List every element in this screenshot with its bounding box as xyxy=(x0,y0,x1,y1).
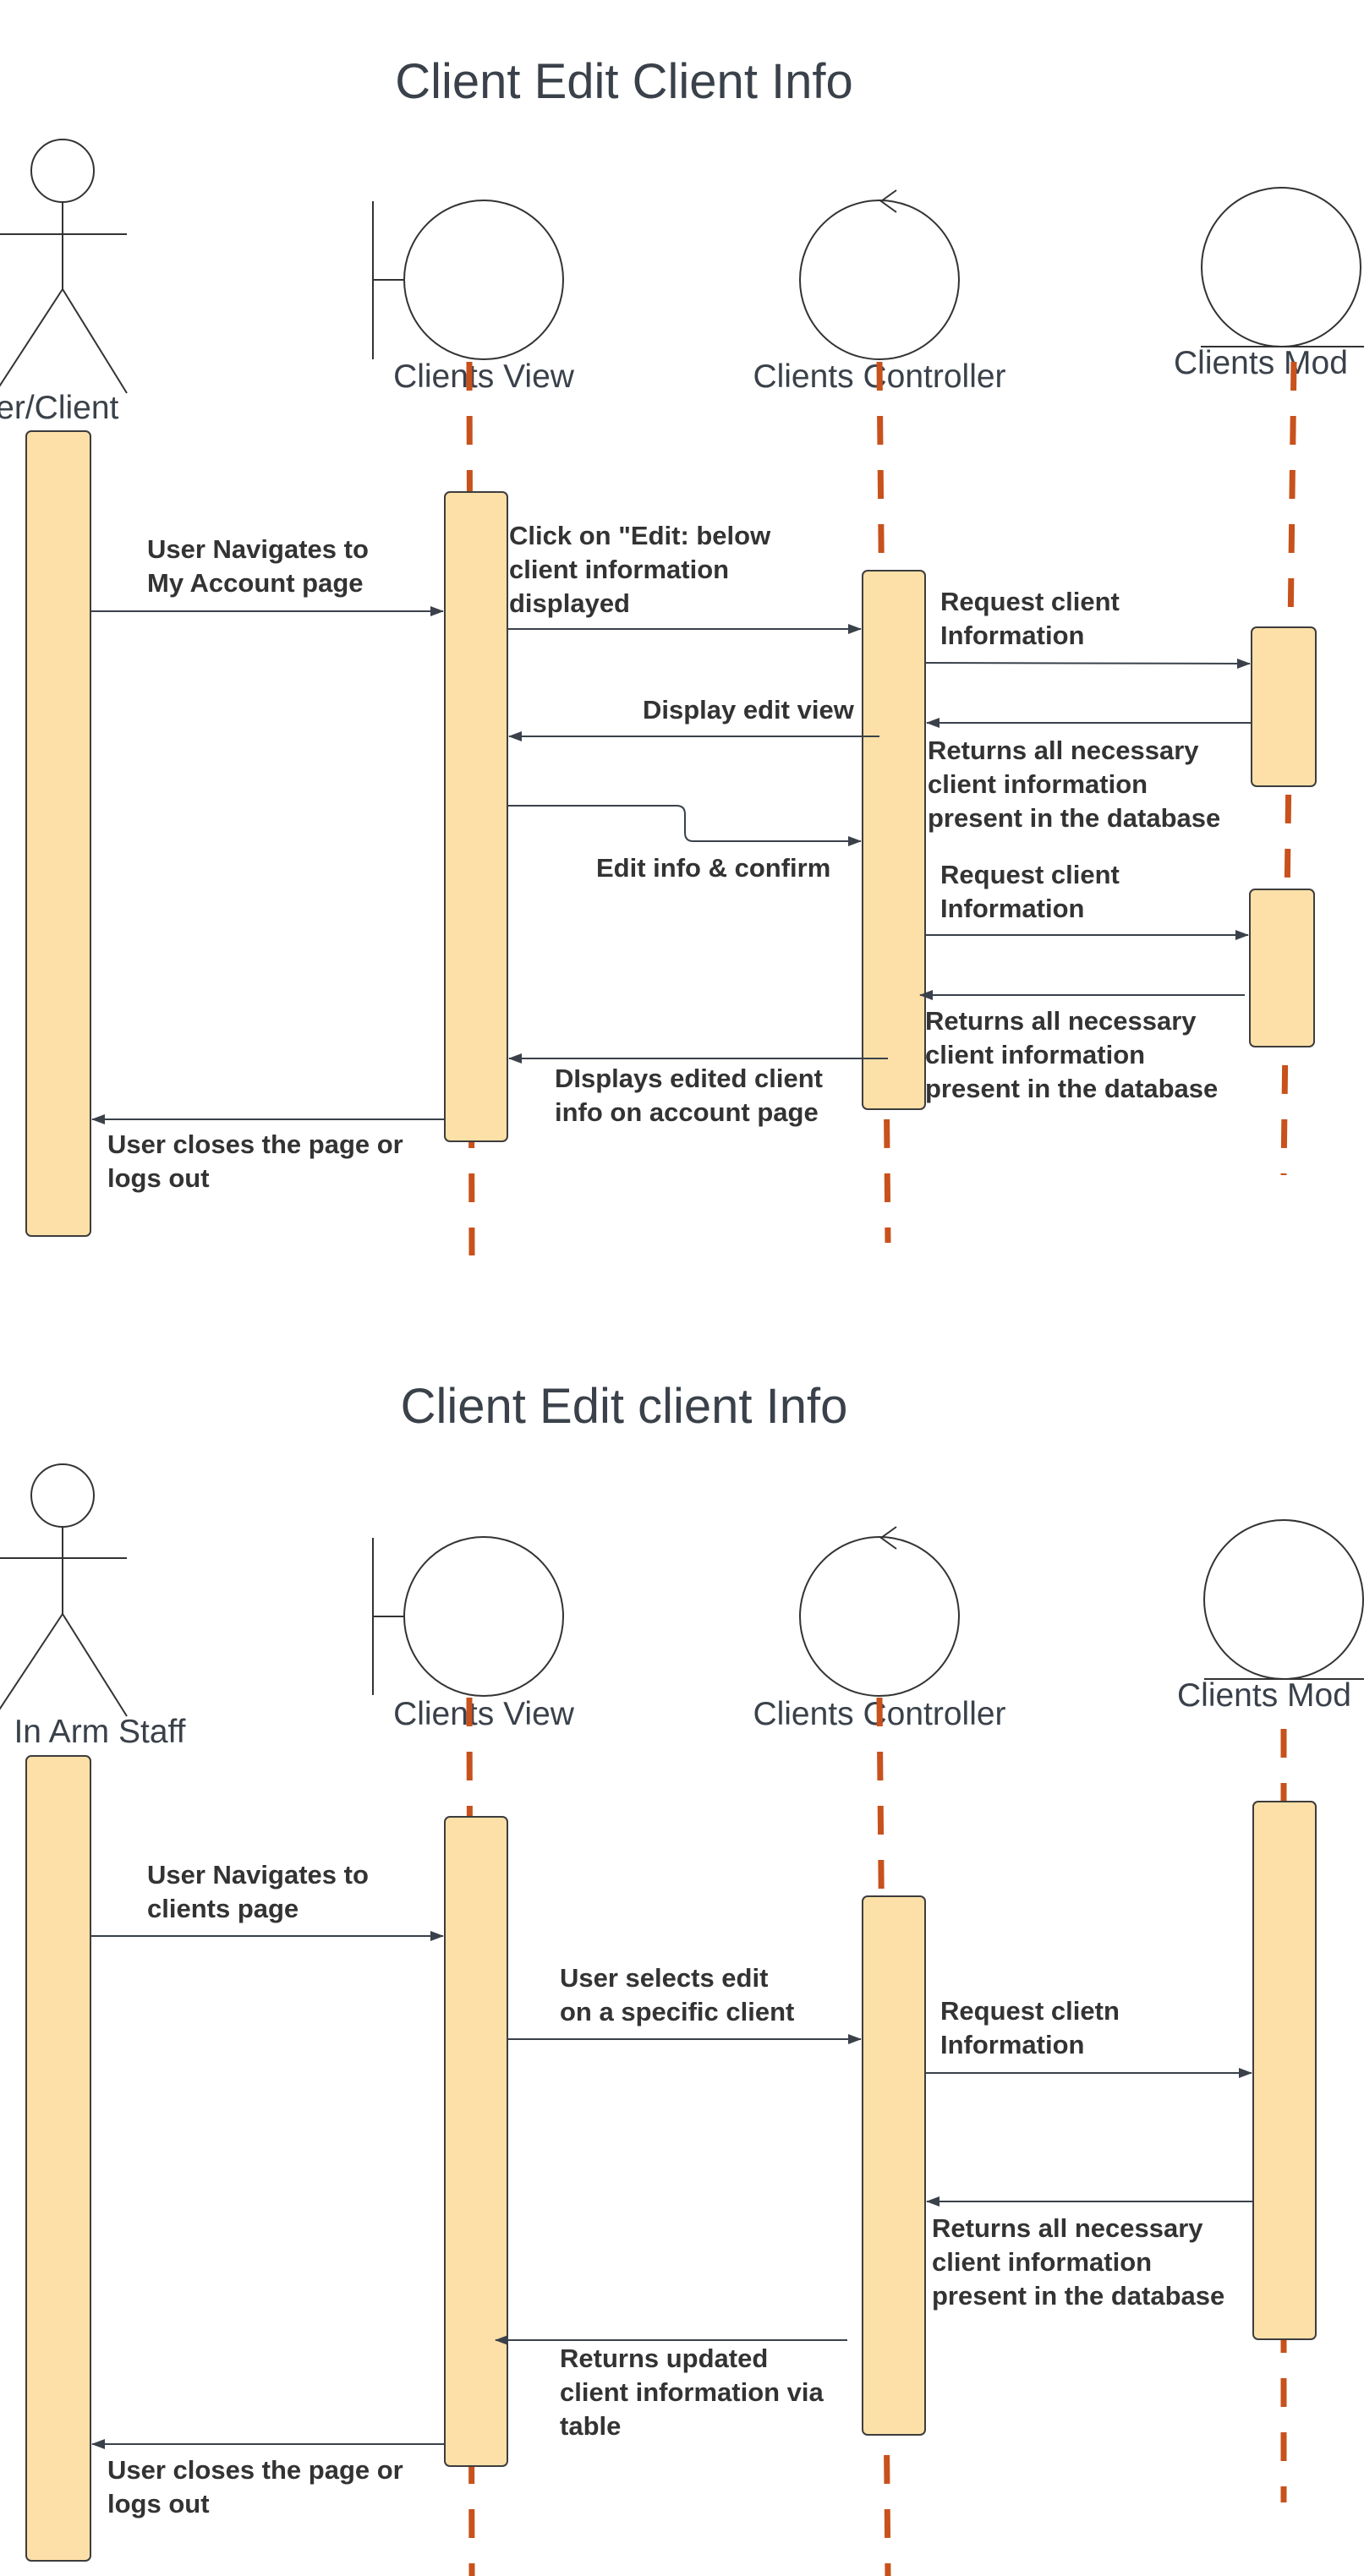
message-label: Returns all necessary client information… xyxy=(928,736,1220,833)
sequence-diagram-1: Client Edit Client Info ser/Client Clien… xyxy=(0,54,1364,1256)
view-activation-bar xyxy=(444,1816,508,2467)
message-label: DIsplays edited client info on account p… xyxy=(555,1064,830,1127)
message-label: User closes the page or logs out xyxy=(107,1129,410,1193)
boundary-icon xyxy=(372,200,564,360)
message-label: Request clietn Information xyxy=(940,1996,1127,2059)
actor-activation-bar xyxy=(25,430,91,1237)
message-label: User selects edit on a specific client xyxy=(560,1963,794,2026)
model-activation-bar xyxy=(1251,626,1317,787)
message-label: Click on "Edit: below client information… xyxy=(509,521,778,618)
message-label: Edit info & confirm xyxy=(596,853,830,883)
control-icon xyxy=(799,1526,960,1697)
actor-activation-bar xyxy=(25,1755,91,2562)
controller-activation-bar xyxy=(862,570,926,1110)
model-activation-bar xyxy=(1249,889,1315,1047)
actor-figure xyxy=(0,139,128,394)
message-arrow xyxy=(507,805,862,846)
message-label: Returns all necessary client information… xyxy=(932,2213,1224,2311)
message-label: Request client Information xyxy=(940,860,1127,923)
model-activation-bar xyxy=(1252,1801,1317,2340)
message-label: Request client Information xyxy=(940,587,1127,650)
message-label: User closes the page or logs out xyxy=(107,2455,410,2519)
diagram-title: Client Edit Client Info xyxy=(395,54,853,109)
control-icon xyxy=(799,189,960,360)
message-label: User Navigates to clients page xyxy=(147,1860,376,1923)
message-label: Returns all necessary client information… xyxy=(925,1006,1218,1103)
actor-label: ser/Client xyxy=(0,390,119,426)
actor-label: In Arm Staff xyxy=(14,1714,185,1750)
view-activation-bar xyxy=(444,491,508,1142)
view-label: Clients View xyxy=(393,358,575,395)
message-arrow xyxy=(924,658,1251,669)
boundary-icon xyxy=(372,1536,564,1697)
entity-icon xyxy=(1203,1519,1364,1680)
entity-icon xyxy=(1201,187,1364,347)
actor-figure xyxy=(0,1463,128,1717)
view-label: Clients View xyxy=(393,1696,575,1732)
sequence-diagram-2: Client Edit client Info In Arm Staff Cli… xyxy=(0,1379,1364,2576)
diagram-title: Client Edit client Info xyxy=(401,1379,848,1434)
model-label: Clients Mod xyxy=(1177,1677,1351,1714)
controller-activation-bar xyxy=(862,1895,926,2436)
message-label: Display edit view xyxy=(643,695,855,725)
message-label: Returns updated client information via t… xyxy=(560,2344,830,2441)
message-label: User Navigates to My Account page xyxy=(147,534,376,598)
model-label: Clients Mod xyxy=(1174,345,1348,381)
